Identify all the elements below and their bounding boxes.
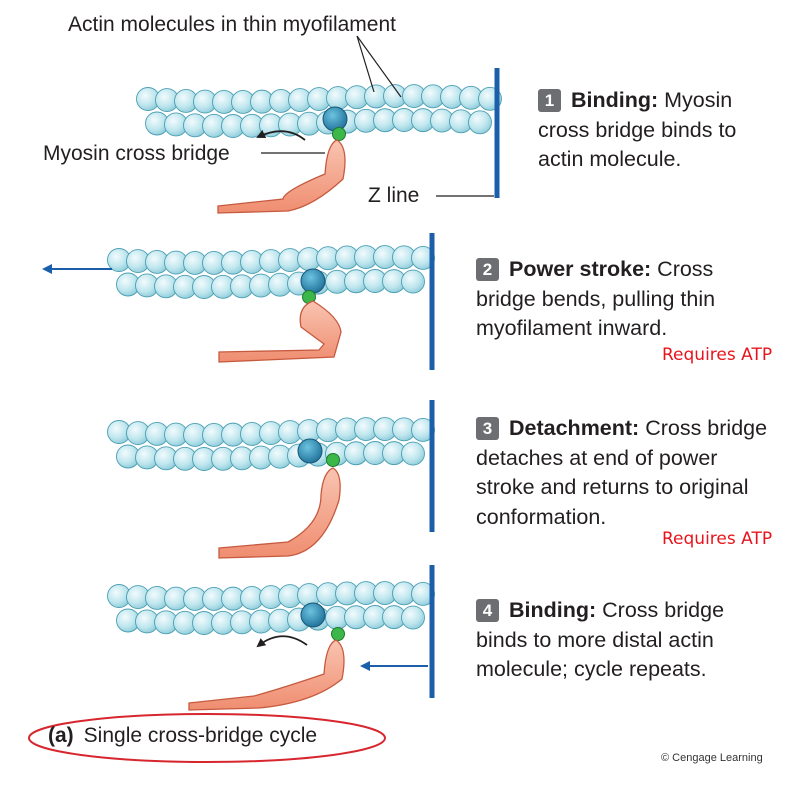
cross-bridge-swing-arrow <box>256 129 306 141</box>
z-line <box>429 233 435 370</box>
step-3-description: Cross bridge detaches at end of power st… <box>476 416 768 529</box>
bound-actin-molecule <box>300 602 326 628</box>
actin-leader-line <box>356 35 402 98</box>
cross-bridge-swing-arrow <box>256 635 308 648</box>
step-2-atp-note: Requires ATP <box>662 345 773 365</box>
copyright-notice: © Cengage Learning <box>661 752 763 764</box>
step-2-number: 2 <box>476 258 499 281</box>
step-4-description: Cross bridge binds to more distal actin … <box>476 598 725 681</box>
step-4-number: 4 <box>476 599 499 622</box>
step-3-text: 3 Detachment: Cross bridge detaches at en… <box>476 414 776 532</box>
step-1-text: 1 Binding: Myosin cross bridge binds to a… <box>538 86 786 175</box>
myosin-cross-bridge <box>218 300 342 363</box>
caption-text: Single cross-bridge cycle <box>83 724 318 747</box>
z-line <box>494 68 500 198</box>
panel-2 <box>42 233 435 370</box>
actin-label: Actin molecules in thin myofilament <box>68 13 396 36</box>
actin-molecule <box>401 605 425 630</box>
binding-site <box>326 453 340 467</box>
myosin-cross-bridge <box>188 639 345 711</box>
step-3-number: 3 <box>476 417 499 440</box>
binding-site <box>331 627 345 641</box>
actin-molecule <box>468 110 492 135</box>
bound-actin-molecule <box>322 106 348 132</box>
z-line <box>429 400 435 532</box>
figure-caption: (a) Single cross-bridge cycle <box>48 724 317 748</box>
z-line-label: Z line <box>368 184 420 207</box>
caption-letter: (a) <box>48 724 74 747</box>
step-4-heading: Binding: <box>509 598 597 622</box>
caption-highlight-oval <box>28 713 386 763</box>
step-3-heading: Detachment: <box>509 416 640 440</box>
actin-molecule <box>401 269 425 294</box>
bound-actin-molecule <box>300 268 326 294</box>
z-line <box>429 565 435 698</box>
myosin-cross-bridge <box>217 139 346 214</box>
bound-actin-molecule <box>297 438 323 464</box>
step-1-heading: Binding: <box>571 88 659 112</box>
step-4-text: 4 Binding: Cross bridge binds to more dis… <box>476 596 776 685</box>
step-3-atp-note: Requires ATP <box>662 529 773 549</box>
myosin-cross-bridge <box>218 467 341 559</box>
step-1-number: 1 <box>538 89 561 112</box>
step-2-heading: Power stroke: <box>509 257 652 281</box>
step-2-text: 2 Power stroke: Cross bridge bends, pulli… <box>476 255 776 344</box>
binding-site <box>332 127 346 141</box>
panel-1 <box>136 68 502 214</box>
panel-3 <box>107 400 435 559</box>
myosin-cross-bridge-label: Myosin cross bridge <box>43 142 230 165</box>
panel-4 <box>107 565 435 711</box>
step-2-description: Cross bridge bends, pulling thin myofila… <box>476 257 716 340</box>
step-1-description: Myosin cross bridge binds to actin molec… <box>538 88 737 171</box>
actin-molecule <box>401 441 425 466</box>
actin-leader-line <box>356 35 375 93</box>
